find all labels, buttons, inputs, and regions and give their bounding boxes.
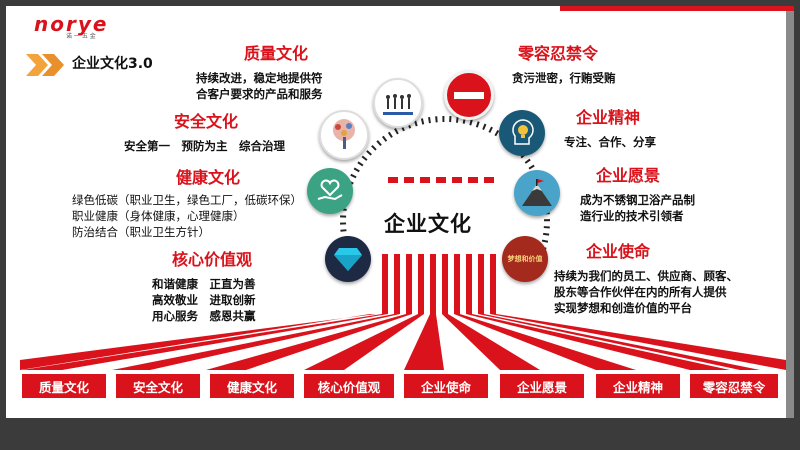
quality-line-1: 持续改进，稳定地提供符 bbox=[196, 71, 323, 85]
safety-title: 安全文化 bbox=[174, 112, 239, 131]
left-section-safety: 安全文化 安全第一 预防为主 综合治理 bbox=[124, 108, 314, 154]
vision-line-1: 成为不锈钢卫浴产品制 bbox=[580, 193, 695, 207]
values-line-1: 和谐健康 正直为善 bbox=[152, 277, 256, 291]
slide-title: 企业文化3.0 bbox=[72, 56, 153, 72]
tab-zero-tolerance[interactable]: 零容忍禁令 bbox=[688, 372, 780, 400]
zero-tolerance-line-1: 贪污泄密，行贿受贿 bbox=[512, 71, 616, 85]
tree-icon bbox=[319, 110, 369, 160]
heart-hand-icon bbox=[307, 168, 353, 214]
mission-icon-text: 梦想和价值 bbox=[507, 254, 543, 263]
mission-line-2: 股东等合作伙伴在内的所有人提供 bbox=[554, 285, 727, 299]
red-stripes bbox=[382, 254, 496, 314]
tab-core-values[interactable]: 核心价值观 bbox=[302, 372, 396, 400]
mission-title: 企业使命 bbox=[586, 242, 651, 261]
left-section-quality: 质量文化 持续改进，稳定地提供符 合客户要求的产品和服务 bbox=[196, 40, 366, 102]
values-title: 核心价值观 bbox=[172, 250, 253, 269]
values-line-3: 用心服务 感恩共赢 bbox=[152, 309, 256, 323]
mission-text-icon: 梦想和价值 bbox=[502, 236, 548, 282]
spirit-line-1: 专注、合作、分享 bbox=[564, 135, 656, 149]
logo-brand: norye bbox=[34, 12, 109, 36]
right-section-mission: 企业使命 持续为我们的员工、供应商、顾客、 股东等合作伙伴在内的所有人提供 实现… bbox=[554, 238, 786, 316]
logo-sub: 诺 一 五 金 bbox=[66, 33, 96, 40]
tab-quality[interactable]: 质量文化 bbox=[20, 372, 108, 400]
health-line-1: 绿色低碳（职业卫生，绿色工厂，低碳环保） bbox=[72, 193, 302, 207]
mission-line-3: 实现梦想和创造价值的平台 bbox=[554, 301, 692, 315]
right-section-vision: 企业愿景 成为不锈钢卫浴产品制 造行业的技术引领者 bbox=[580, 162, 750, 224]
gray-right-border bbox=[786, 6, 794, 418]
mountain-flag-icon bbox=[514, 170, 560, 216]
tab-spirit[interactable]: 企业精神 bbox=[594, 372, 682, 400]
mission-line-1: 持续为我们的员工、供应商、顾客、 bbox=[554, 269, 738, 283]
safety-line-1: 安全第一 预防为主 综合治理 bbox=[124, 139, 285, 153]
logo: norye 诺 一 五 金 bbox=[34, 14, 144, 40]
vision-title: 企业愿景 bbox=[596, 166, 661, 185]
lightbulb-head-icon bbox=[499, 110, 545, 156]
tab-safety[interactable]: 安全文化 bbox=[114, 372, 202, 400]
center-label: 企业文化 bbox=[384, 212, 472, 236]
quality-line-2: 合客户要求的产品和服务 bbox=[196, 87, 323, 101]
spirit-title: 企业精神 bbox=[576, 108, 641, 127]
left-section-health: 健康文化 绿色低碳（职业卫生，绿色工厂，低碳环保） 职业健康（身体健康，心理健康… bbox=[72, 164, 312, 240]
health-title: 健康文化 bbox=[176, 168, 241, 187]
right-section-spirit: 企业精神 专注、合作、分享 bbox=[564, 104, 724, 150]
red-fan bbox=[20, 314, 786, 370]
chevrons-icon bbox=[26, 54, 64, 76]
health-line-2: 职业健康（身体健康，心理健康） bbox=[72, 209, 245, 223]
tab-mission[interactable]: 企业使命 bbox=[402, 372, 490, 400]
tab-vision[interactable]: 企业愿景 bbox=[498, 372, 586, 400]
zero-tolerance-title: 零容忍禁令 bbox=[518, 44, 599, 63]
red-top-bar bbox=[560, 6, 794, 11]
left-section-values: 核心价值观 和谐健康 正直为善 高效敬业 进取创新 用心服务 感恩共赢 bbox=[152, 246, 312, 324]
no-entry-icon bbox=[444, 70, 494, 120]
vision-line-2: 造行业的技术引领者 bbox=[580, 209, 684, 223]
right-section-zero-tolerance: 零容忍禁令 贪污泄密，行贿受贿 bbox=[512, 40, 712, 86]
people-icon bbox=[373, 78, 423, 128]
red-dash-bar bbox=[388, 177, 494, 183]
values-line-2: 高效敬业 进取创新 bbox=[152, 293, 256, 307]
quality-title: 质量文化 bbox=[244, 44, 309, 63]
diamond-icon bbox=[325, 236, 371, 282]
tab-health[interactable]: 健康文化 bbox=[208, 372, 296, 400]
health-line-3: 防治结合（职业卫生方针） bbox=[72, 225, 210, 239]
